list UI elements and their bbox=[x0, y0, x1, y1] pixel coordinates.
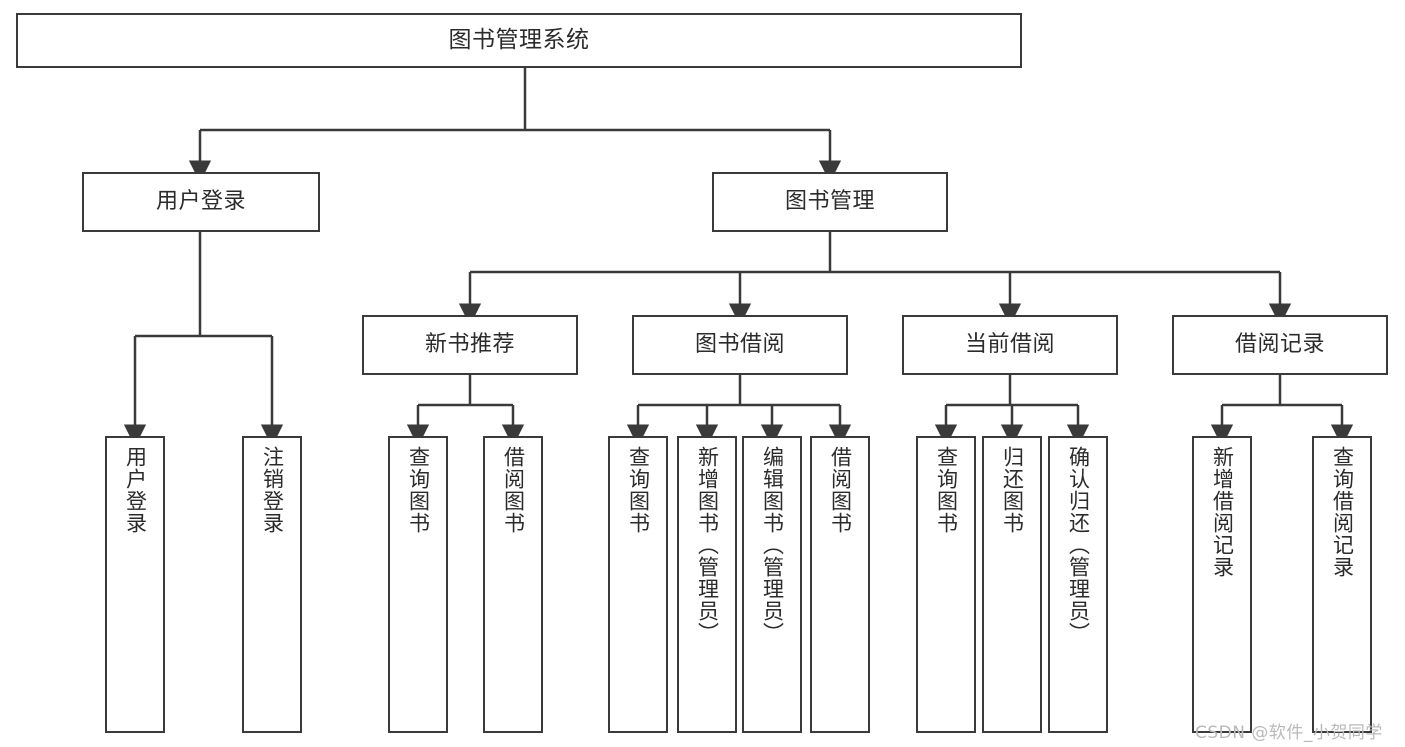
node-label: 注销登录 bbox=[260, 446, 285, 534]
node-label: 新书推荐 bbox=[424, 331, 515, 357]
node-label: 借阅图书 bbox=[828, 446, 853, 534]
node-label: 图书借阅 bbox=[694, 331, 785, 357]
edge-paths bbox=[123, 68, 1354, 447]
node-label: 归还图书 bbox=[1000, 446, 1025, 534]
node-borrow-record[interactable]: 借阅记录 bbox=[1172, 315, 1388, 375]
node-leaf-add-book[interactable]: 新增图书（管理员） bbox=[677, 436, 737, 733]
node-leaf-logout[interactable]: 注销登录 bbox=[242, 436, 302, 733]
node-leaf-user-login[interactable]: 用户登录 bbox=[105, 436, 165, 733]
node-label: 图书管理 bbox=[784, 188, 875, 214]
node-label: 查询借阅记录 bbox=[1330, 446, 1355, 578]
node-label: 借阅记录 bbox=[1234, 331, 1325, 357]
node-label: 当前借阅 bbox=[964, 331, 1055, 357]
node-leaf-query-record[interactable]: 查询借阅记录 bbox=[1312, 436, 1372, 733]
node-new-book-recommend[interactable]: 新书推荐 bbox=[362, 315, 578, 375]
node-current-borrow[interactable]: 当前借阅 bbox=[902, 315, 1118, 375]
node-label: 图书管理系统 bbox=[448, 27, 590, 54]
node-leaf-query-book-2[interactable]: 查询图书 bbox=[608, 436, 668, 733]
node-leaf-query-book-1[interactable]: 查询图书 bbox=[388, 436, 448, 733]
node-leaf-return-book[interactable]: 归还图书 bbox=[982, 436, 1042, 733]
node-label: 查询图书 bbox=[934, 446, 959, 534]
node-leaf-edit-book[interactable]: 编辑图书（管理员） bbox=[742, 436, 802, 733]
node-label: 借阅图书 bbox=[501, 446, 526, 534]
node-leaf-query-book-3[interactable]: 查询图书 bbox=[916, 436, 976, 733]
node-label: 查询图书 bbox=[406, 446, 431, 534]
node-leaf-borrow-book-1[interactable]: 借阅图书 bbox=[483, 436, 543, 733]
node-root-title[interactable]: 图书管理系统 bbox=[16, 13, 1022, 68]
node-book-borrow[interactable]: 图书借阅 bbox=[632, 315, 848, 375]
node-label: 确认归还（管理员） bbox=[1066, 446, 1091, 644]
node-leaf-add-record[interactable]: 新增借阅记录 bbox=[1192, 436, 1252, 733]
node-label: 新增图书（管理员） bbox=[695, 446, 720, 644]
node-label: 用户登录 bbox=[155, 188, 246, 214]
node-book-manage[interactable]: 图书管理 bbox=[712, 172, 948, 232]
node-label: 查询图书 bbox=[626, 446, 651, 534]
node-leaf-confirm-return[interactable]: 确认归还（管理员） bbox=[1048, 436, 1108, 733]
node-label: 编辑图书（管理员） bbox=[760, 446, 785, 644]
node-label: 用户登录 bbox=[123, 446, 148, 534]
node-leaf-borrow-book-2[interactable]: 借阅图书 bbox=[810, 436, 870, 733]
node-label: 新增借阅记录 bbox=[1210, 446, 1235, 578]
node-user-login[interactable]: 用户登录 bbox=[82, 172, 320, 232]
